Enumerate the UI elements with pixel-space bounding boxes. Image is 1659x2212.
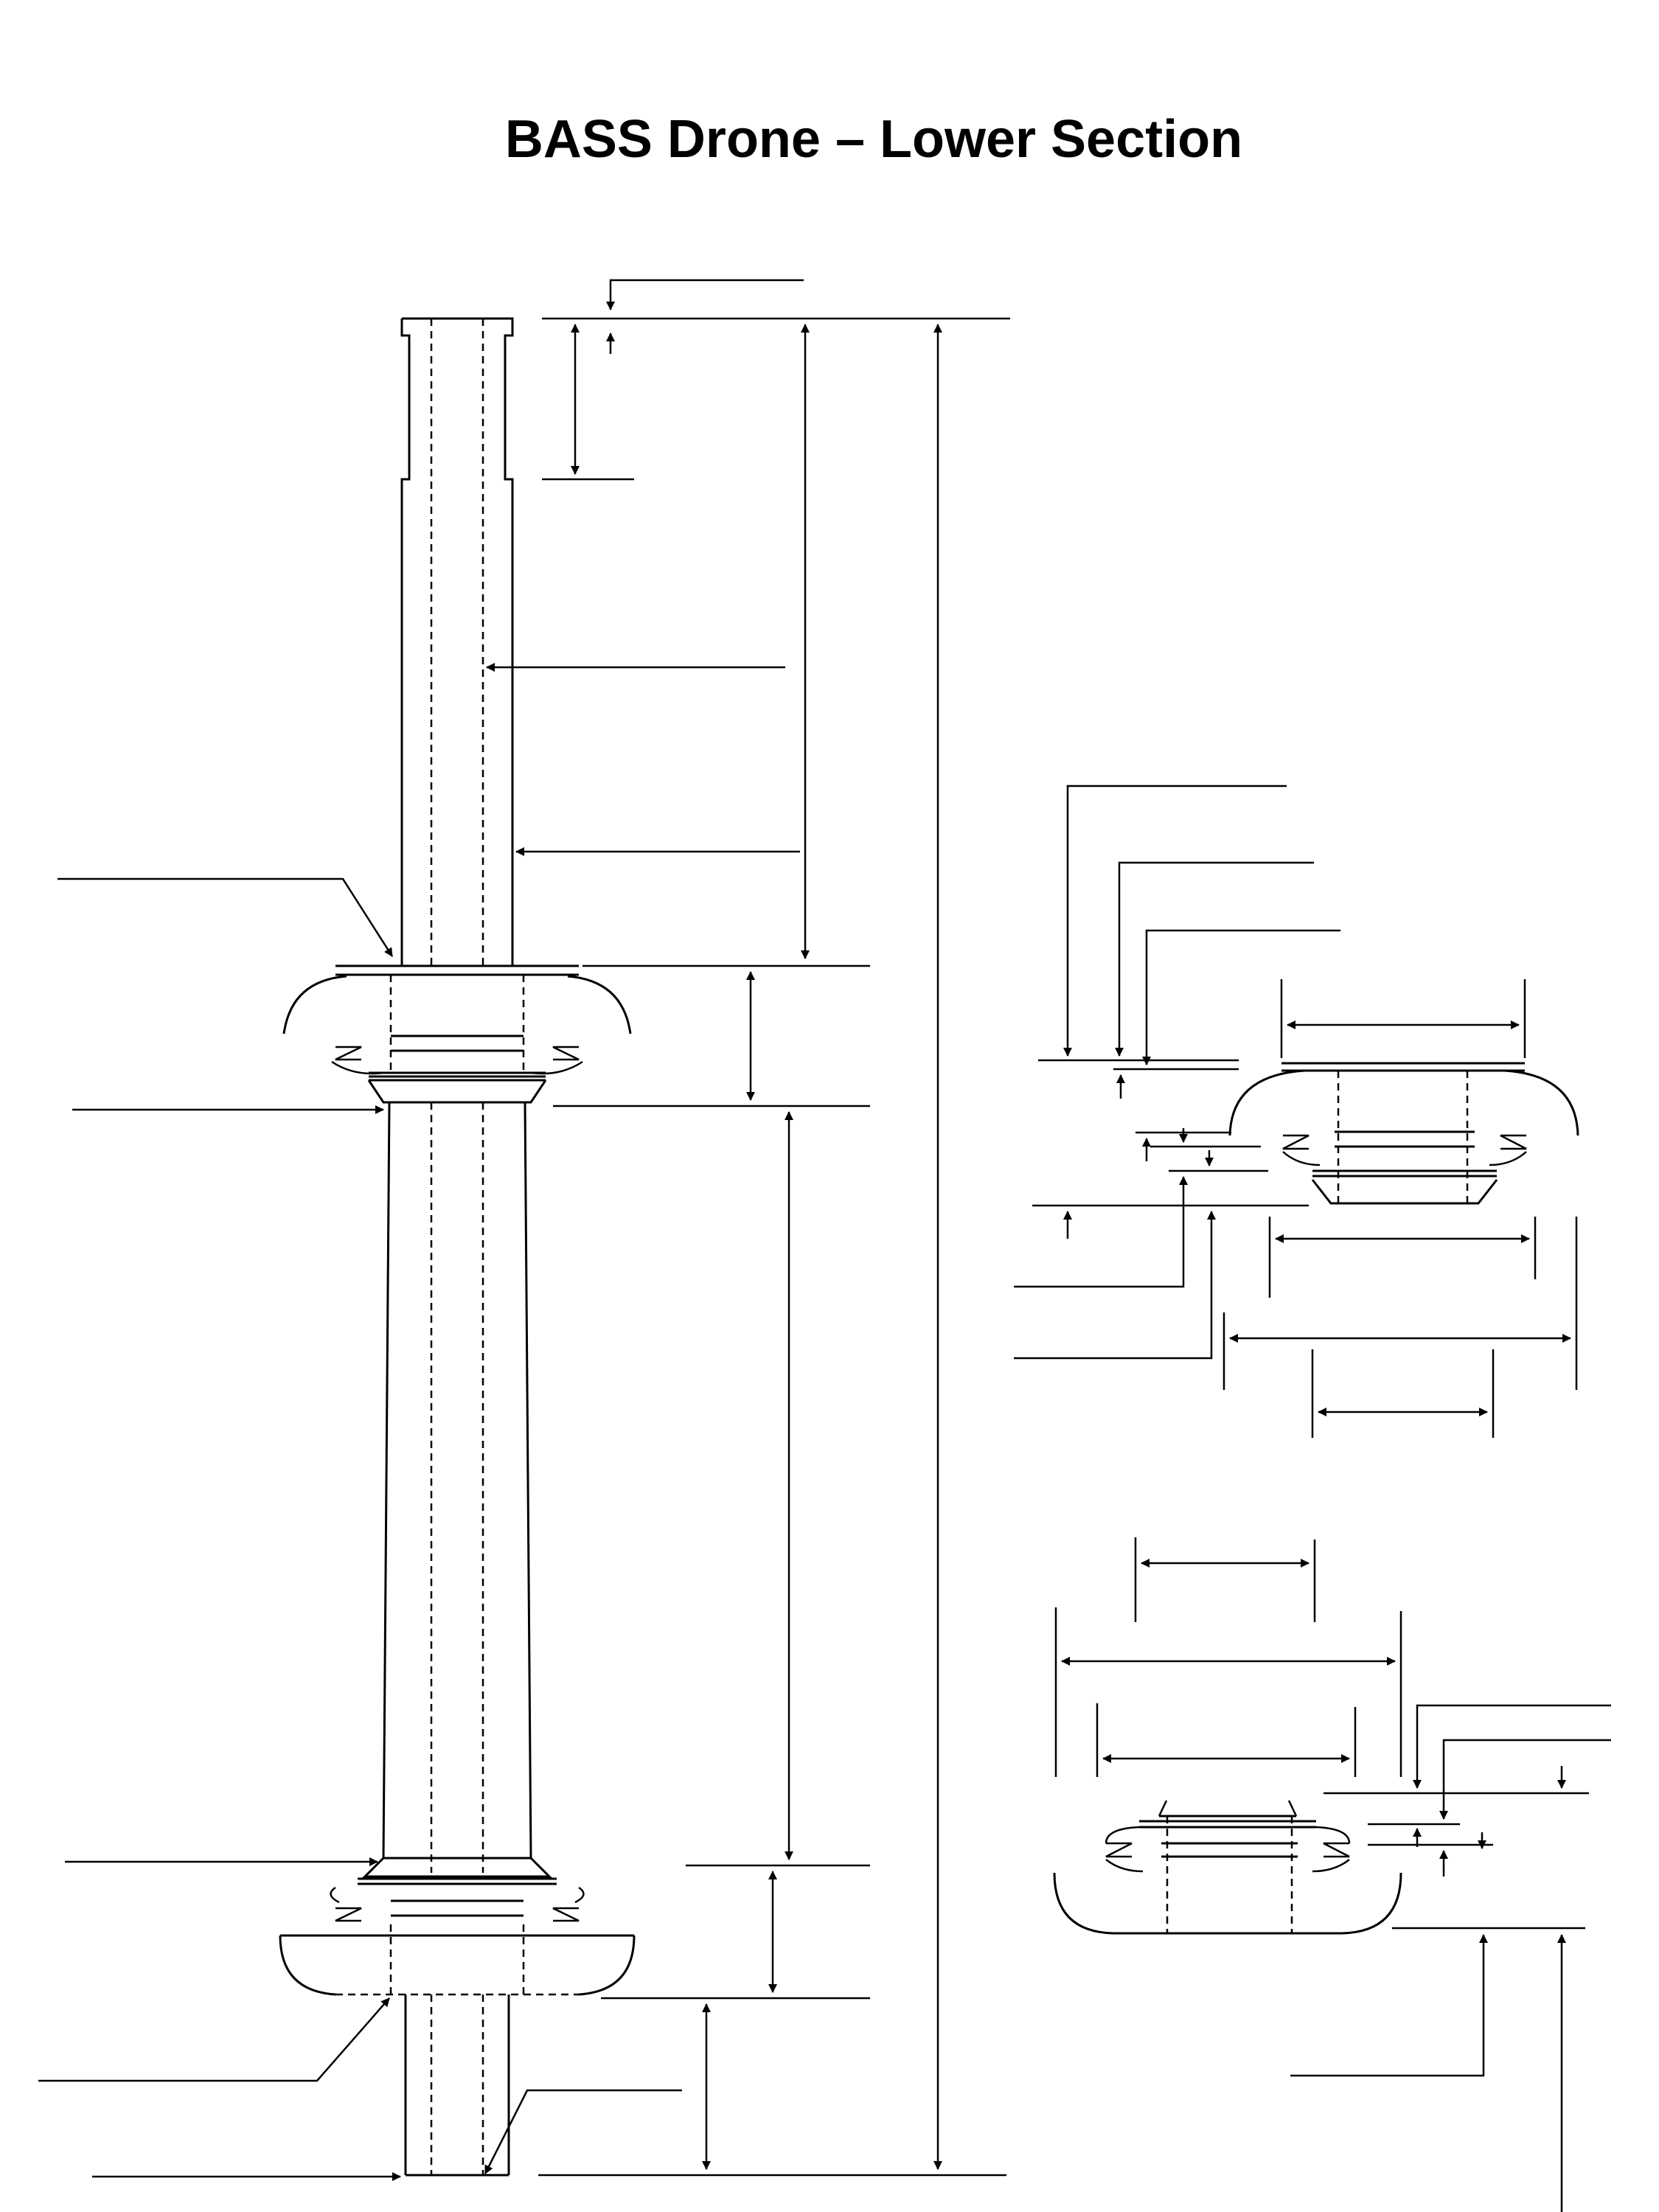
lower-bead <box>279 1857 636 1996</box>
top-offset-arrows <box>606 279 804 354</box>
dimension-lines <box>571 324 942 2170</box>
detail-upper-bead <box>1014 785 1579 1438</box>
main-body <box>382 1102 532 1873</box>
page-title: BASS Drone – Lower Section <box>504 110 1243 169</box>
bottom-tenon <box>404 1994 510 2177</box>
main-profile <box>38 279 1010 2181</box>
extension-lines <box>538 317 1010 2177</box>
detail-lower-bead <box>1053 1537 1611 2212</box>
leader-lines <box>38 663 800 2181</box>
upper-bead <box>282 964 632 1104</box>
top-tenon <box>400 317 514 966</box>
